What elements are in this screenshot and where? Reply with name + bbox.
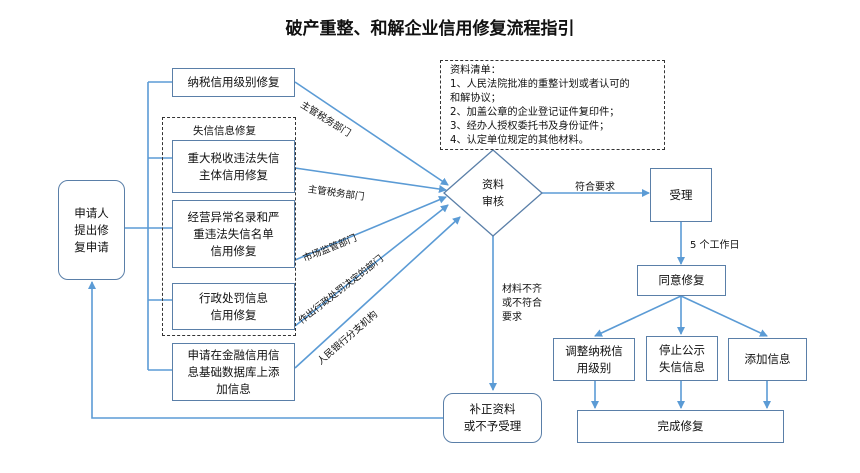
bracket-connector xyxy=(125,81,172,371)
adjust-tax-box: 调整纳税信 用级别 xyxy=(553,338,635,381)
stop-public-box: 停止公示 失信信息 xyxy=(646,336,718,381)
agree-box: 同意修复 xyxy=(637,265,726,296)
admin-penalty-box: 行政处罚信息 信用修复 xyxy=(172,283,295,330)
tax-credit-box: 纳税信用级别修复 xyxy=(172,68,295,97)
arrow-finance-db xyxy=(294,216,461,369)
arrow-tax-credit xyxy=(294,81,449,186)
finance-db-box: 申请在金融信用信 息基础数据库上添 加信息 xyxy=(172,343,295,401)
add-info-box: 添加信息 xyxy=(728,338,807,381)
applicant-box: 申请人 提出修 复申请 xyxy=(58,180,125,280)
review-diamond xyxy=(443,149,543,237)
arrow-business-abnormal xyxy=(294,196,447,261)
supplement-box: 补正资料 或不予受理 xyxy=(443,393,542,443)
tax-violation-box: 重大税收违法失信 主体信用修复 xyxy=(172,140,295,193)
review-label: 资料 审核 xyxy=(482,178,504,208)
edge-label-days: 5 个工作日 xyxy=(690,240,740,251)
materials-item: 1、人民法院批准的重整计划或者认可的 和解协议； xyxy=(450,79,630,104)
arrow-tax-violation xyxy=(294,167,447,193)
materials-heading: 资料清单： xyxy=(450,65,501,76)
discredit-group-label: 失信信息修复 xyxy=(193,125,256,137)
business-abnormal-box: 经营异常名录和严 重违法失信名单 信用修复 xyxy=(172,200,295,268)
arrow-admin-penalty xyxy=(294,204,449,327)
accept-box: 受理 xyxy=(650,168,712,222)
materials-item: 3、经办人授权委托书及身份证件； xyxy=(450,121,610,132)
edge-label-meets: 符合要求 xyxy=(575,182,615,193)
arrow-adjust xyxy=(594,295,682,337)
discredit-group xyxy=(162,117,296,336)
arrow-return xyxy=(88,281,443,419)
arrow-add xyxy=(680,295,768,337)
complete-box: 完成修复 xyxy=(577,410,784,443)
materials-box xyxy=(440,60,665,150)
materials-item: 2、加盖公章的企业登记证件复印件； xyxy=(450,107,620,118)
page-title: 破产重整、和解企业信用修复流程指引 xyxy=(285,19,575,39)
edge-label-incomplete: 材料不齐 或不符合 要求 xyxy=(502,284,542,323)
materials-item: 4、认定单位规定的其他材料。 xyxy=(450,135,589,146)
